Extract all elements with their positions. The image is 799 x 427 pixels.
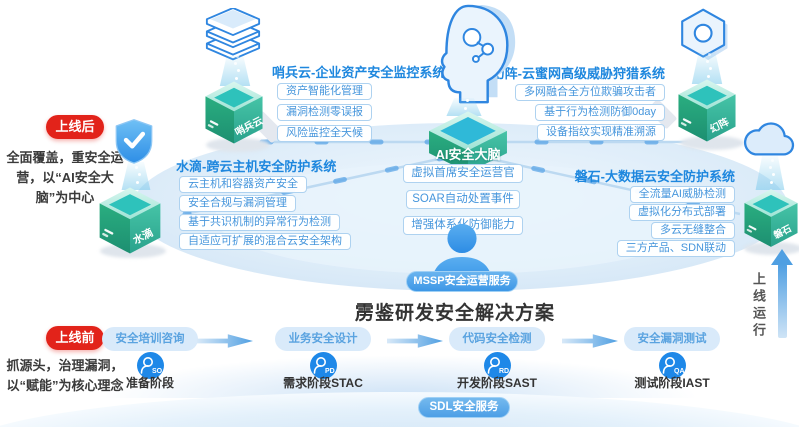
role-code: QA [674, 368, 685, 375]
flow-title: 雳鉴研发安全解决方案 [354, 303, 555, 324]
go-live-arrow-icon [771, 249, 793, 265]
droplet-title: 水滴-跨云主机安全防护系统 [176, 159, 337, 174]
bedrock-title: 磐石-大数据云安全防护系统 [574, 169, 735, 184]
phantom-cube: 幻阵 [676, 78, 738, 148]
post-launch-badge: 上线后 [46, 115, 104, 139]
role-person-icon: PD [310, 352, 337, 379]
ai-beam [446, 98, 482, 116]
bedrock-feature: 虚拟化分布式部署 [629, 204, 735, 221]
pre-launch-badge: 上线前 [46, 326, 104, 350]
role-code: SO [152, 368, 163, 375]
go-live-label: 上线运行 [751, 272, 766, 340]
mssp-service-badge: MSSP安全运营服务 [406, 271, 518, 292]
bedrock-logo-icon [746, 225, 757, 233]
role-code: PD [325, 368, 335, 375]
go-live-arrow-shaft [778, 264, 787, 338]
droplet-feature: 自适应可扩展的混合云安全架构 [179, 233, 351, 250]
cloud-icon [743, 122, 795, 156]
sentinel-title: 哨兵云-企业资产安全监控系统 [272, 65, 446, 80]
droplet-feature: 基于共识机制的异常行为检测 [179, 214, 340, 231]
stage-service: 代码安全检测 [449, 327, 545, 351]
ai-platform-cube [426, 110, 510, 179]
post-launch-desc: 全面覆盖，重安全运营，以“AI安全大脑”为中心 [6, 150, 124, 206]
sentinel-logo-icon [207, 120, 219, 129]
server-stack-icon [205, 8, 261, 61]
phantom-logo-icon [680, 118, 692, 127]
hex-nut-icon [681, 8, 728, 60]
phantom-feature: 设备指纹实现精准溯源 [537, 124, 665, 141]
droplet-logo-icon [102, 228, 114, 238]
sentinel-feature: 资产智能化管理 [277, 83, 372, 100]
shield-check-icon [115, 119, 153, 164]
ai-feature: 虚拟首席安全运营官 [403, 164, 523, 183]
phantom-title: 幻阵-云蜜网高级威胁狩猎系统 [491, 66, 665, 81]
phantom-feature: 多网融合全方位欺骗攻击者 [515, 84, 665, 101]
role-person-icon: RD [484, 352, 511, 379]
stage-phase: 测试阶段IAST [634, 376, 710, 390]
droplet-feature: 云主机和容器资产安全 [179, 176, 307, 193]
sentinel-feature: 漏洞检测零误报 [277, 104, 372, 121]
role-person-icon: QA [659, 352, 686, 379]
stage-phase: 需求阶段STAC [283, 376, 363, 390]
sdl-service-badge: SDL安全服务 [418, 397, 510, 418]
cube-shadow [206, 138, 270, 152]
bedrock-feature: 全流量AI威胁检测 [629, 186, 735, 203]
bedrock-feature: 多云无缝整合 [651, 222, 735, 239]
stage-service: 安全漏洞测试 [624, 327, 720, 351]
sentinel-cube: 哨兵云 [203, 80, 265, 150]
stage-service: 业务安全设计 [275, 327, 371, 351]
stage-phase: 准备阶段 [125, 376, 174, 390]
role-code: RD [499, 368, 509, 375]
stage-service: 安全培训咨询 [102, 327, 198, 351]
ai-feature: SOAR自动处置事件 [406, 190, 520, 209]
bedrock-cube: 磐石 [742, 188, 799, 253]
ai-head-icon [440, 4, 516, 104]
sentinel-feature: 风险监控全天候 [277, 125, 372, 142]
bedrock-feature: 三方产品、SDN联动 [616, 240, 735, 257]
cube-shadow [680, 136, 744, 150]
ai-brain-title: AI安全大脑 [435, 147, 501, 162]
droplet-feature: 安全合规与漏洞管理 [179, 195, 296, 212]
pre-launch-desc: 抓源头，治理漏洞，以“赋能”为核心理念 [6, 358, 124, 394]
phantom-feature: 基于行为检测防御0day [535, 104, 665, 121]
stage-phase: 开发阶段SAST [456, 376, 537, 390]
role-person-icon: SO [137, 352, 164, 379]
droplet-cube: 水滴 [97, 186, 163, 260]
